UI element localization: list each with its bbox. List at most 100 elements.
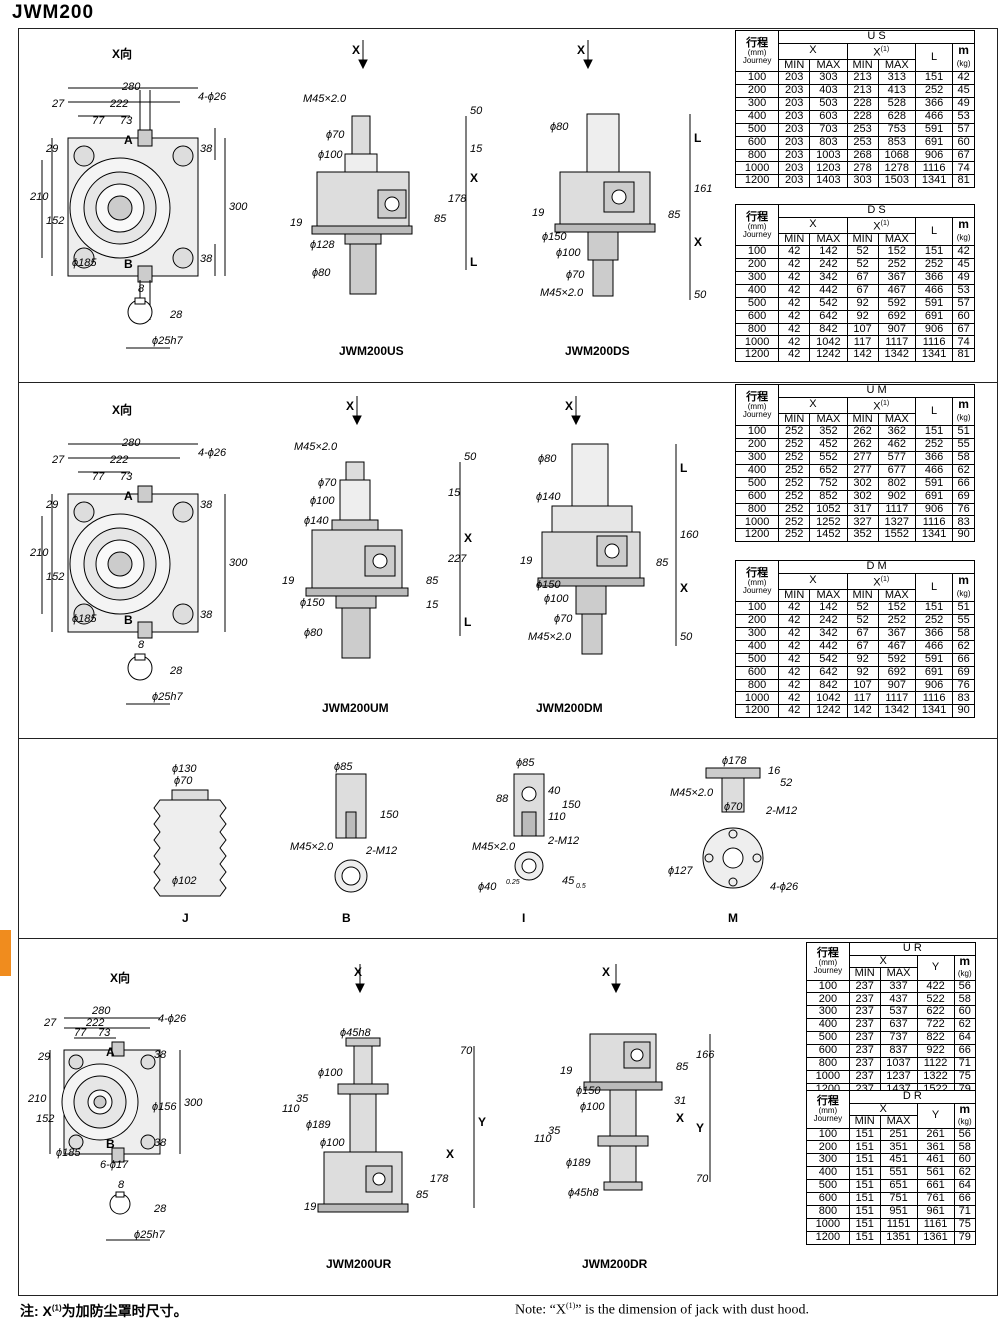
table-cell: 81	[952, 348, 975, 363]
table-cell: 400	[806, 1018, 850, 1033]
dim-300: 300	[229, 201, 248, 213]
dim-85: ϕ85	[334, 761, 353, 773]
table-cell: 237	[848, 1056, 881, 1071]
dim-70: 70	[696, 1173, 709, 1185]
table-cell: 252	[778, 515, 811, 530]
table-cell: 902	[877, 489, 916, 504]
table-cell: 56	[953, 979, 977, 994]
x1-header: X(1)	[846, 42, 916, 60]
table-cell: 462	[877, 438, 916, 452]
table-series-name: U S	[778, 30, 975, 44]
dim-15: 15	[448, 487, 461, 499]
table-cell: 90	[952, 704, 975, 719]
min-header: MIN	[846, 412, 879, 427]
table-cell: 51	[952, 425, 975, 440]
table-cell: 92	[846, 665, 879, 680]
table-series-name: D S	[778, 204, 975, 218]
dim-227: 227	[447, 553, 467, 565]
table-cell: 151	[848, 1230, 881, 1245]
table-cell: 542	[809, 296, 848, 311]
dim-m12: 2-M12	[365, 845, 397, 857]
dim-70: ϕ70	[326, 129, 345, 141]
table-cell: 151	[848, 1179, 881, 1193]
dim-29: 29	[45, 143, 58, 155]
dim-160: 160	[680, 529, 699, 541]
table-cell: 1068	[877, 148, 916, 163]
table-cell: 67	[846, 283, 879, 298]
table-cell: 1351	[879, 1230, 918, 1245]
table-cell: 1203	[809, 161, 848, 176]
table-cell: 500	[734, 122, 780, 137]
table-cell: 107	[846, 678, 879, 693]
last-col-header: Y	[916, 1102, 955, 1129]
table-cell: 400	[734, 463, 780, 478]
dim-80: ϕ80	[304, 627, 323, 639]
table-cell: 800	[806, 1056, 850, 1071]
table-cell: 842	[809, 678, 848, 693]
dim-38: 38	[154, 1137, 167, 1149]
journey-header: 行程(mm)Journey	[806, 942, 850, 981]
footnote-english: Note: “X(1)” is the dimension of jack wi…	[515, 1301, 809, 1318]
table-cell: 367	[877, 270, 916, 285]
table-cell: 691	[914, 135, 954, 150]
table-cell: 100	[806, 1127, 850, 1142]
table-cell: 366	[914, 626, 954, 641]
table-cell: 500	[806, 1031, 850, 1045]
table-cell: 45	[952, 84, 975, 98]
table-cell: 42	[778, 322, 811, 337]
table-cell: 1200	[734, 528, 780, 543]
model-label: JWM200UR	[326, 1257, 392, 1271]
table-cell: 466	[914, 463, 954, 478]
dim-38: 38	[154, 1049, 167, 1061]
table-cell: 542	[809, 652, 848, 667]
table-cell: 622	[916, 1005, 955, 1020]
model-label: JWM200DR	[582, 1257, 648, 1271]
table-cell: 252	[778, 463, 811, 478]
table-cell: 71	[953, 1204, 977, 1219]
table-cell: 107	[846, 322, 879, 337]
table-cell: 42	[778, 691, 811, 706]
table-cell: 703	[809, 122, 848, 137]
table-cell: 600	[734, 665, 780, 680]
dim-150: ϕ150	[576, 1085, 601, 1097]
section-divider	[18, 938, 998, 939]
table-cell: 522	[916, 992, 955, 1007]
min-header: MIN	[848, 967, 881, 981]
table-cell: 500	[734, 296, 780, 311]
dim-70: ϕ70	[174, 775, 193, 787]
accessory-label-b: B	[342, 911, 351, 925]
dim-80: ϕ80	[312, 267, 331, 279]
table-cell: 237	[848, 1018, 881, 1033]
table-cell: 42	[778, 309, 811, 324]
table-cell: 907	[877, 322, 916, 337]
arrow-label: X	[602, 965, 610, 979]
table-cell: 64	[953, 1179, 977, 1193]
table-cell: 500	[734, 476, 780, 491]
table-cell: 603	[809, 109, 848, 124]
dim-19: 19	[290, 217, 302, 229]
dim-73: 73	[98, 1027, 111, 1039]
dim-m45: M45×2.0	[540, 287, 584, 299]
dim-88: 88	[496, 793, 509, 805]
dim-38: 38	[200, 609, 213, 621]
accessory-label-m: M	[728, 911, 738, 925]
table-cell: 366	[914, 450, 954, 465]
table-cell: 81	[952, 174, 975, 189]
label-a: A	[106, 1045, 115, 1059]
dim-m45: M45×2.0	[472, 841, 516, 853]
table-cell: 58	[952, 450, 975, 465]
arrow-label: X	[577, 43, 585, 57]
table-cell: 62	[953, 1166, 977, 1181]
table-cell: 52	[846, 601, 879, 616]
